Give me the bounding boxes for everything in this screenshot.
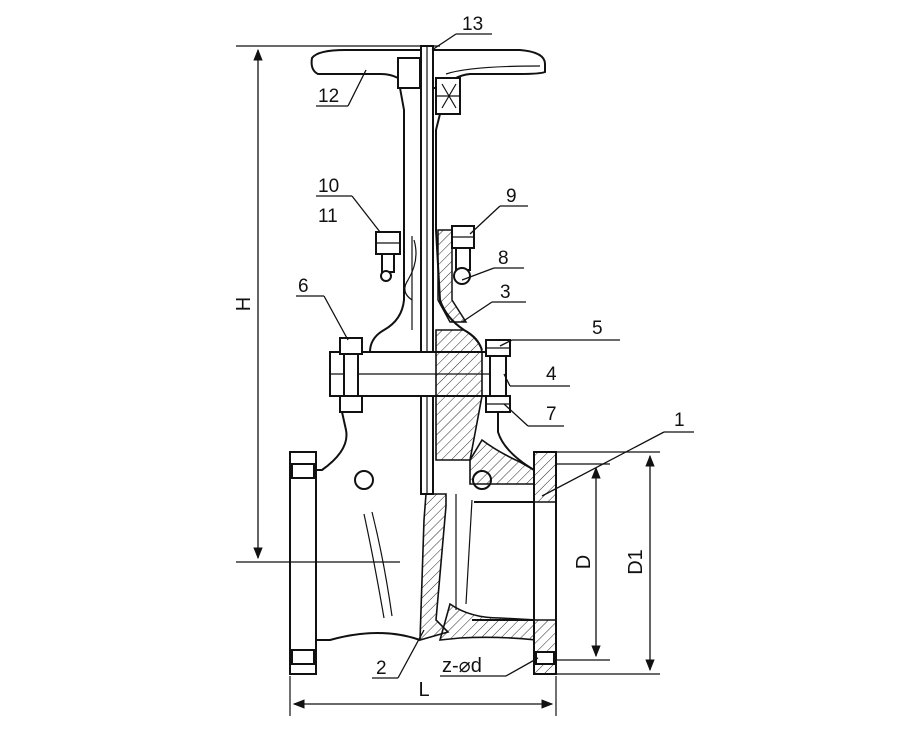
right-end-flange [533, 451, 557, 675]
callout-3: 3 [461, 282, 526, 323]
left-end-flange [289, 451, 317, 675]
callout-13: 13 [431, 14, 492, 51]
callout-2: 2 [372, 629, 425, 679]
callout-7-label: 7 [546, 404, 557, 425]
callout-5-label: 5 [592, 318, 603, 339]
callout-1-label: 1 [674, 410, 685, 431]
valve-body [315, 411, 537, 642]
callout-6-label: 6 [298, 276, 309, 297]
dimension-h-label: H [233, 297, 255, 311]
callout-4: 4 [503, 364, 570, 387]
dimension-bolt-holes: z-⌀d [440, 655, 539, 677]
callout-1: 1 [541, 410, 694, 497]
callout-11-label: 11 [318, 206, 338, 227]
callout-5: 5 [499, 318, 620, 347]
callout-9-label: 9 [506, 186, 517, 207]
callout-12: 12 [316, 69, 367, 107]
callout-7: 7 [503, 403, 564, 427]
dimension-d: D [573, 466, 601, 658]
callout-13-label: 13 [462, 14, 483, 35]
gland-bolt-right [451, 225, 475, 285]
callout-2-label: 2 [376, 658, 387, 679]
callout-9: 9 [469, 186, 528, 235]
dimension-l-label: L [418, 679, 429, 701]
callout-10-11: 10 11 [316, 176, 381, 233]
dimension-d-label: D [573, 555, 595, 569]
callout-3-label: 3 [500, 282, 511, 303]
callout-4-label: 4 [546, 364, 557, 385]
packing-section [437, 229, 468, 323]
callout-8: 8 [461, 248, 524, 281]
callout-8-label: 8 [498, 248, 509, 269]
dimension-l: L [292, 679, 554, 709]
extension-lines [236, 45, 660, 716]
dimension-h: H [233, 48, 263, 560]
flange-bolt-left [339, 337, 363, 413]
gland-bolt-left [375, 231, 401, 282]
dimension-d1: D1 [625, 454, 655, 672]
callout-6: 6 [296, 276, 349, 341]
dimension-d1-label: D1 [625, 549, 647, 575]
callout-10-label: 10 [318, 176, 339, 197]
callout-12-label: 12 [318, 86, 339, 107]
flange-bolt-right [485, 339, 511, 413]
stem [420, 45, 434, 495]
dimension-bolt-holes-label: z-⌀d [442, 655, 482, 677]
